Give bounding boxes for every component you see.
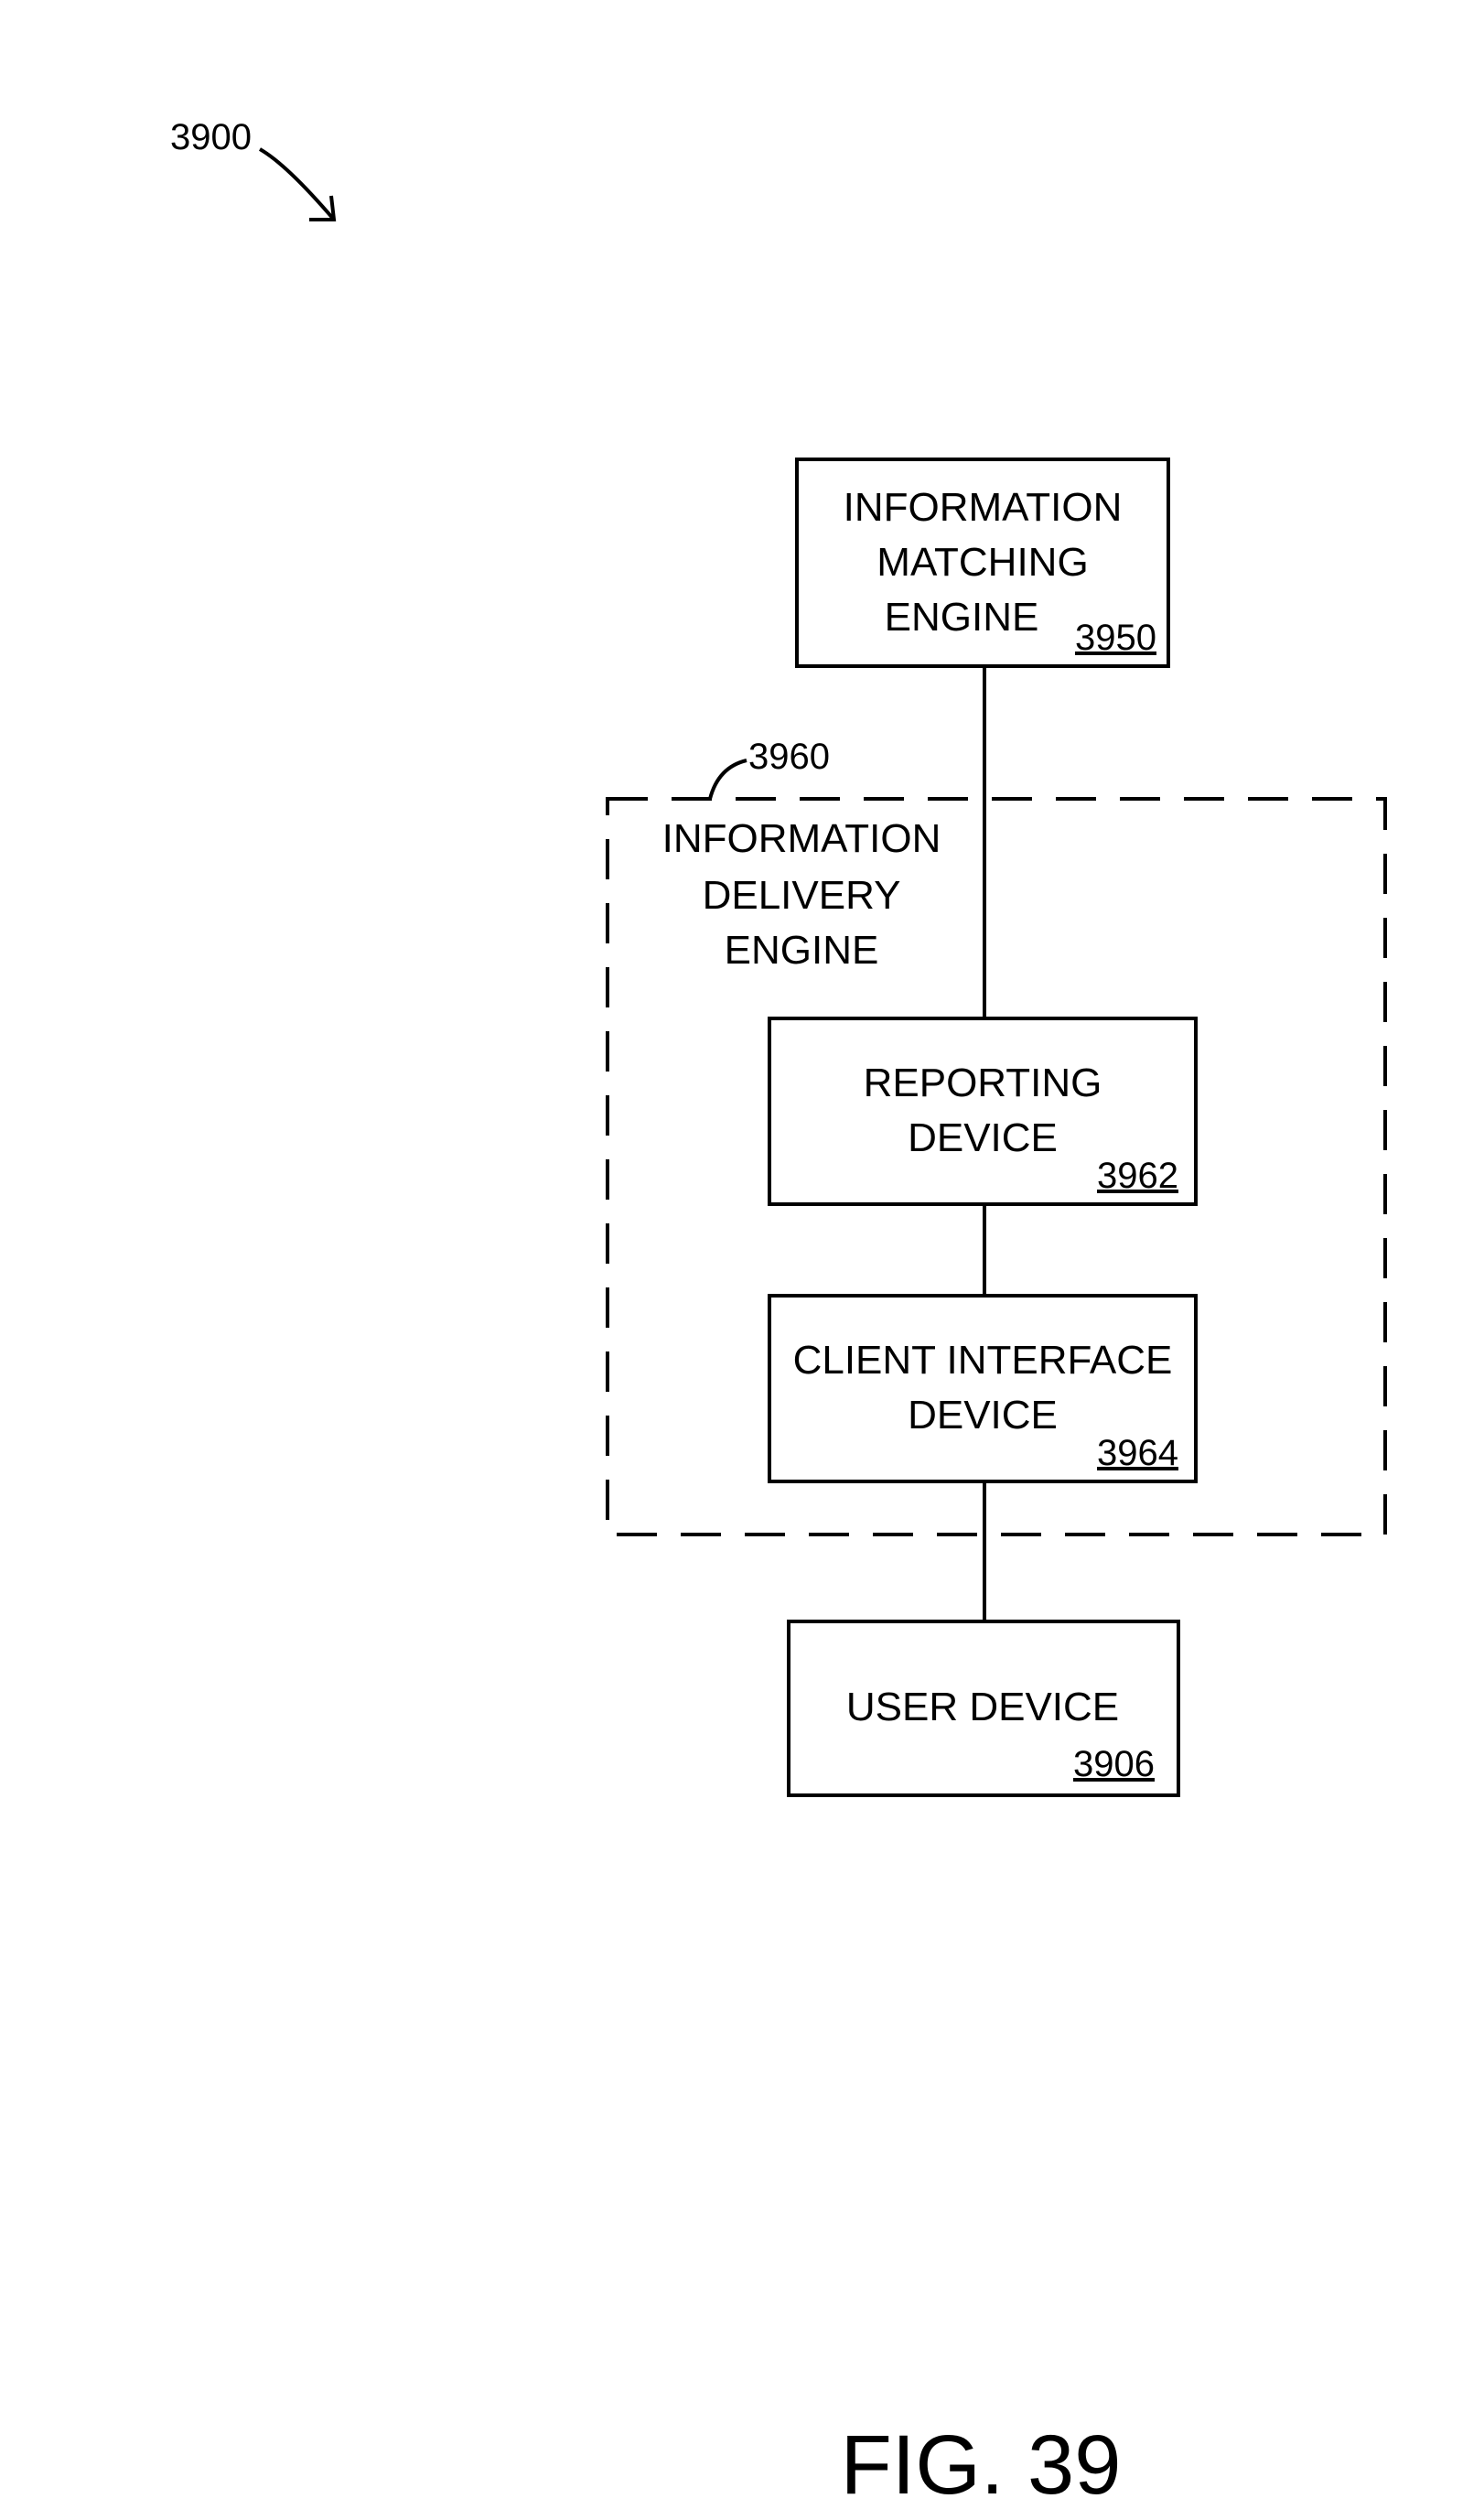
- node-label-line: DEVICE: [908, 1393, 1058, 1438]
- figure-ref-arrow-shaft: [260, 149, 334, 220]
- figure-caption: FIG. 39: [841, 2418, 1122, 2512]
- node-ref-number: 3964: [1097, 1433, 1178, 1473]
- node-ref-number: 3962: [1097, 1156, 1178, 1196]
- delivery-engine-ref-leader: [710, 760, 747, 799]
- node-ref-number: 3950: [1075, 618, 1156, 658]
- node-label-line: DELIVERY: [703, 873, 901, 918]
- reporting-device-node: REPORTING DEVICE 3962: [769, 1018, 1196, 1204]
- node-ref-number: 3906: [1073, 1744, 1155, 1784]
- node-label-line: ENGINE: [885, 595, 1039, 640]
- user-device-node: USER DEVICE 3906: [789, 1621, 1178, 1795]
- node-ref-number: 3960: [748, 737, 830, 777]
- node-label-line: USER DEVICE: [846, 1685, 1119, 1729]
- node-label-line: DEVICE: [908, 1115, 1058, 1160]
- figure-ref-label: 3900: [170, 117, 252, 157]
- client-interface-device-node: CLIENT INTERFACE DEVICE 3964: [769, 1296, 1196, 1481]
- node-label-line: CLIENT INTERFACE: [793, 1338, 1173, 1383]
- node-label-line: INFORMATION: [844, 485, 1123, 530]
- information-matching-engine-node: INFORMATION MATCHING ENGINE 3950: [797, 459, 1168, 666]
- node-label-line: MATCHING: [876, 540, 1088, 585]
- node-label-line: INFORMATION: [662, 816, 941, 861]
- node-label-line: ENGINE: [725, 928, 879, 973]
- node-label-line: REPORTING: [864, 1061, 1102, 1105]
